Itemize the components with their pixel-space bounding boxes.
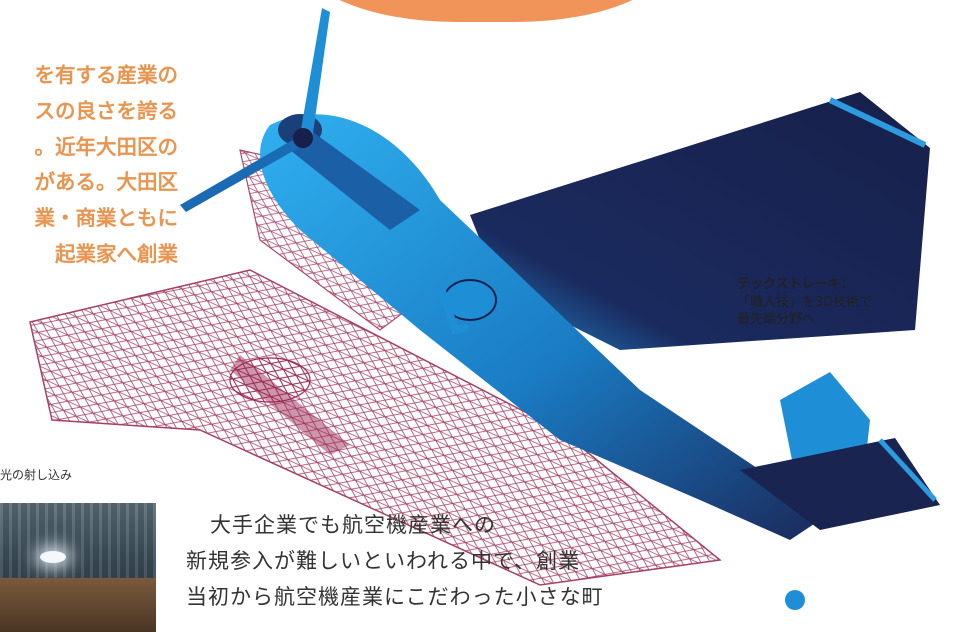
body-line-1: 大手企業でも航空機産業への <box>210 513 496 537</box>
horizontal-stabilizer <box>740 438 940 530</box>
figure-caption: テックストレーキ： 「職人技」を3D技術で 最先端分野へ <box>737 276 872 329</box>
propeller <box>180 8 330 212</box>
orange-line-2: スの良さを誇る <box>34 98 179 123</box>
caption-line-2: 最先端分野へ <box>737 312 816 327</box>
factory-photo <box>0 503 156 632</box>
orange-line-5: 業・商業ともに <box>34 206 179 231</box>
main-wing <box>470 92 930 350</box>
body-line-3: 当初から航空機産業にこだわった小さな町 <box>186 585 604 609</box>
body-paragraph: 大手企業でも航空機産業への 新規参入が難しいといわれる中で、創業 当初から航空機… <box>186 507 604 615</box>
orange-line-3: 。近年大田区の <box>34 134 179 159</box>
roof-ribs <box>0 503 156 581</box>
ceiling-lamp <box>40 551 66 563</box>
body-line-2: 新規参入が難しいといわれる中で、創業 <box>186 549 581 573</box>
orange-intro-text: を有する産業の スの良さを誇る 。近年大田区の がある。大田区 業・商業ともに … <box>0 58 179 273</box>
orange-line-4: がある。大田区 <box>34 170 179 195</box>
floor-area <box>0 577 156 632</box>
caption-title: テックストレーキ： <box>737 277 854 292</box>
orange-line-1: を有する産業の <box>34 63 179 87</box>
photo-caption: 光の射し込み <box>0 468 73 482</box>
orange-line-6: 起業家へ創業 <box>55 241 178 266</box>
caption-line-1: 「職人技」を3D技術で <box>737 294 873 310</box>
